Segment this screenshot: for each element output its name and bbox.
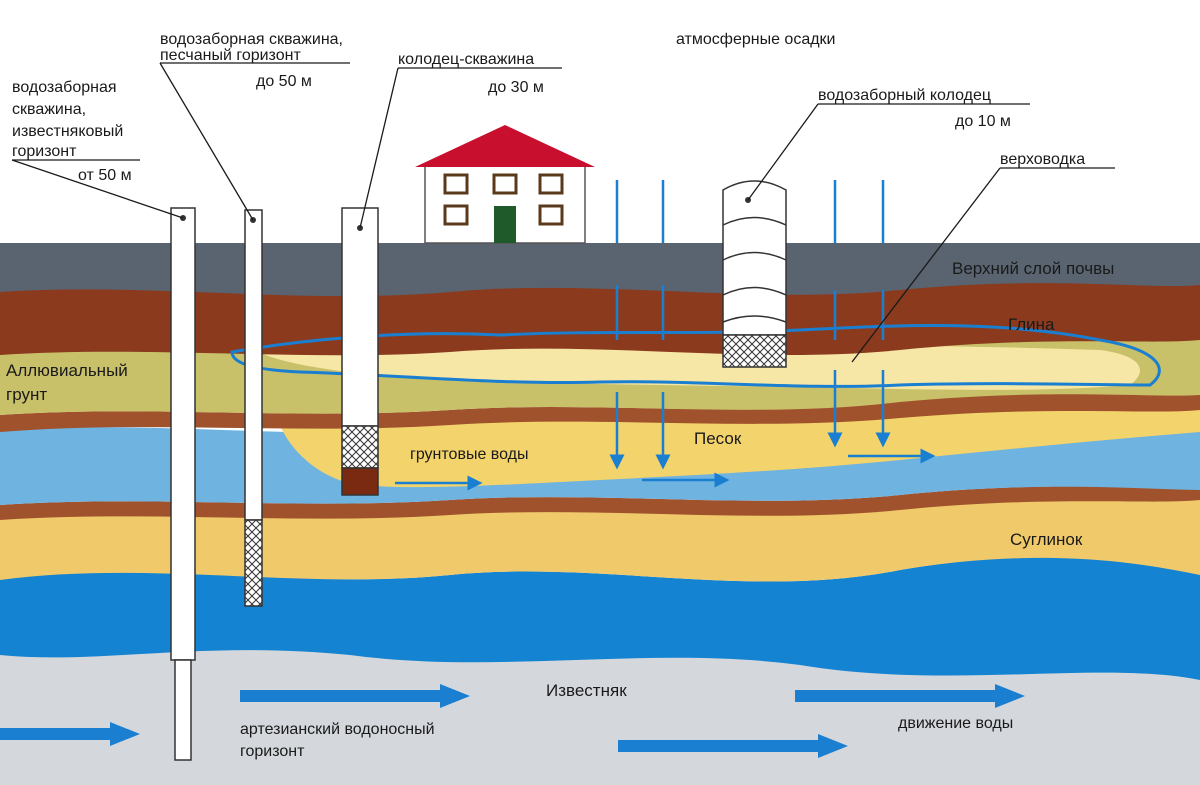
sand-lens (280, 402, 1200, 488)
label-dug-well-1: водозаборный колодец (818, 87, 991, 104)
window (492, 173, 518, 195)
label-perched-water: верховодка (1000, 151, 1085, 168)
label-dug-well-depth: до 10 м (955, 113, 1011, 130)
well-limestone (170, 207, 196, 761)
label-well-sand-2: песчаный горизонт (160, 47, 301, 64)
label-artesian-1: артезианский водоносный (240, 721, 435, 738)
leader-lines (11, 62, 1115, 363)
label-limestone: Известняк (546, 681, 627, 700)
window (443, 173, 469, 195)
label-well-sand-depth: до 50 м (256, 73, 312, 90)
label-sand: Песок (694, 429, 742, 448)
label-well-limestone-2: скважина, (12, 101, 86, 118)
label-well-column-1: колодец-скважина (398, 51, 534, 68)
label-well-limestone-4: горизонт (12, 143, 77, 160)
label-well-column-depth: до 30 м (488, 79, 544, 96)
label-precipitation: атмосферные осадки (676, 31, 835, 48)
label-well-limestone-3: известняковый (12, 123, 123, 140)
house-roof (415, 125, 595, 167)
window (538, 204, 564, 226)
artesian-water-layer (0, 555, 1200, 680)
topsoil-layer (0, 243, 1200, 297)
label-loam: Суглинок (1010, 530, 1083, 549)
house (415, 125, 595, 244)
sky (0, 0, 1200, 245)
label-alluvial-2: грунт (6, 385, 47, 404)
label-topsoil: Верхний слой почвы (952, 259, 1114, 278)
artesian-arrows (0, 684, 1025, 758)
dug-well (722, 180, 787, 368)
well-column (341, 207, 379, 496)
label-clay: Глина (1008, 315, 1055, 334)
label-well-limestone-1: водозаборная (12, 79, 117, 96)
perched-water-outline (230, 324, 1161, 388)
label-alluvial-1: Аллювиальный (6, 361, 128, 380)
label-well-sand-1: водозаборная скважина, (160, 31, 343, 48)
arrow-artesian-4 (0, 722, 140, 746)
label-well-limestone-depth: от 50 м (78, 167, 132, 184)
well-sand (244, 209, 263, 607)
arrow-artesian-3 (618, 734, 848, 758)
loam-brown-band (0, 485, 1200, 520)
door (494, 206, 516, 243)
arrow-artesian-2 (795, 684, 1025, 708)
precipitation-lines (609, 180, 891, 470)
label-artesian-2: горизонт (240, 743, 305, 760)
label-water-movement: движение воды (898, 715, 1013, 732)
label-groundwater: грунтовые воды (410, 446, 528, 463)
window (538, 173, 564, 195)
arrow-artesian-1 (240, 684, 470, 708)
window (443, 204, 469, 226)
groundwater-arrows (395, 448, 936, 491)
